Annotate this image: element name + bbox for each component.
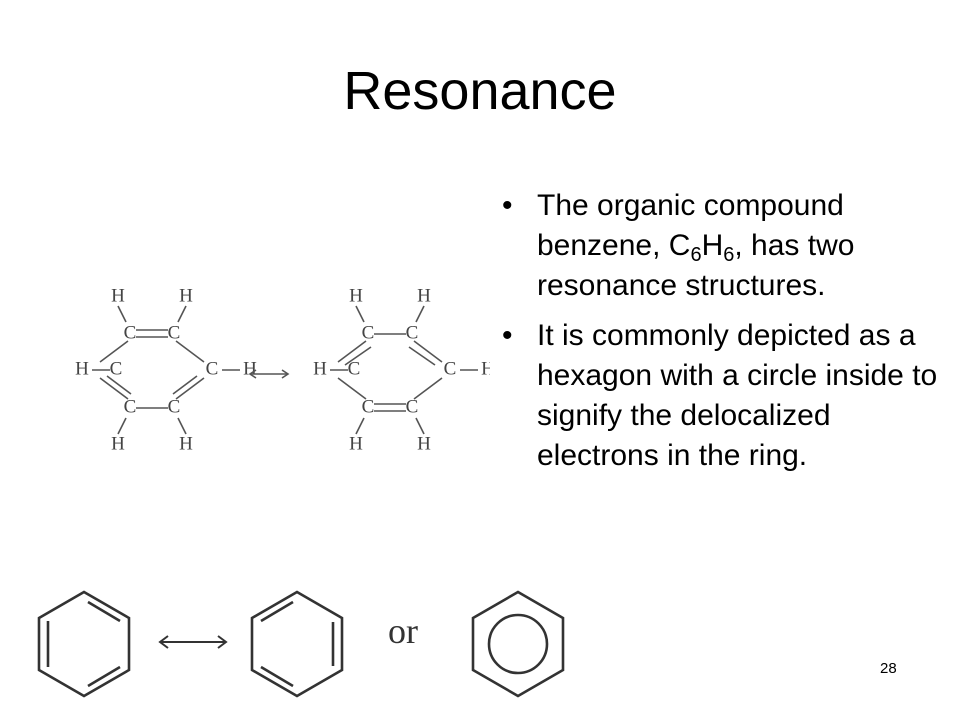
atom-h: H [75,358,89,379]
bullet-text: It is commonly depicted as a hexagon wit… [537,319,938,472]
hexagon-circle-icon [471,590,565,698]
atom-c: C [444,358,457,379]
atom-c: C [406,322,419,343]
atom-c: C [406,396,419,417]
bullet-text: The organic compound benzene, C6H6, has … [537,189,855,302]
benzene-kekule-structures: H H C C H C C H C C H H [75,285,490,454]
bullet-item: • It is commonly depicted as a hexagon w… [496,316,946,476]
or-connector: or [388,611,418,651]
atom-h: H [417,433,431,454]
atom-h: H [349,285,363,306]
page-number: 28 [880,660,897,677]
atom-c: C [124,322,137,343]
kekule-structure-right: H H C C H C C H C C H H [313,285,490,454]
atom-h: H [111,285,125,306]
atom-c: C [124,396,137,417]
resonance-arrow-icon [248,369,290,379]
bullet-list: • The organic compound benzene, C6H6, ha… [496,186,946,486]
bullet-item: • The organic compound benzene, C6H6, ha… [496,186,946,306]
kekule-structure-left: H H C C H C C H C C H H [75,285,257,454]
atom-c: C [362,396,375,417]
atom-c: C [110,358,123,379]
hexagon-left-icon [37,590,131,698]
atom-h: H [349,433,363,454]
atom-h: H [111,433,125,454]
atom-h: H [243,358,257,379]
atom-h: H [179,433,193,454]
atom-h: H [481,358,490,379]
atom-h: H [417,285,431,306]
slide-title: Resonance [343,61,617,121]
atom-h: H [313,358,327,379]
hexagon-middle-icon [250,590,344,698]
bullet-marker: • [502,189,513,222]
bullet-marker: • [502,319,513,352]
atom-c: C [348,358,361,379]
atom-h: H [179,285,193,306]
resonance-arrow-bottom-icon [158,635,228,649]
atom-c: C [206,358,219,379]
atom-c: C [362,322,375,343]
atom-c: C [168,322,181,343]
benzene-hexagon-structures [37,590,565,698]
atom-c: C [168,396,181,417]
